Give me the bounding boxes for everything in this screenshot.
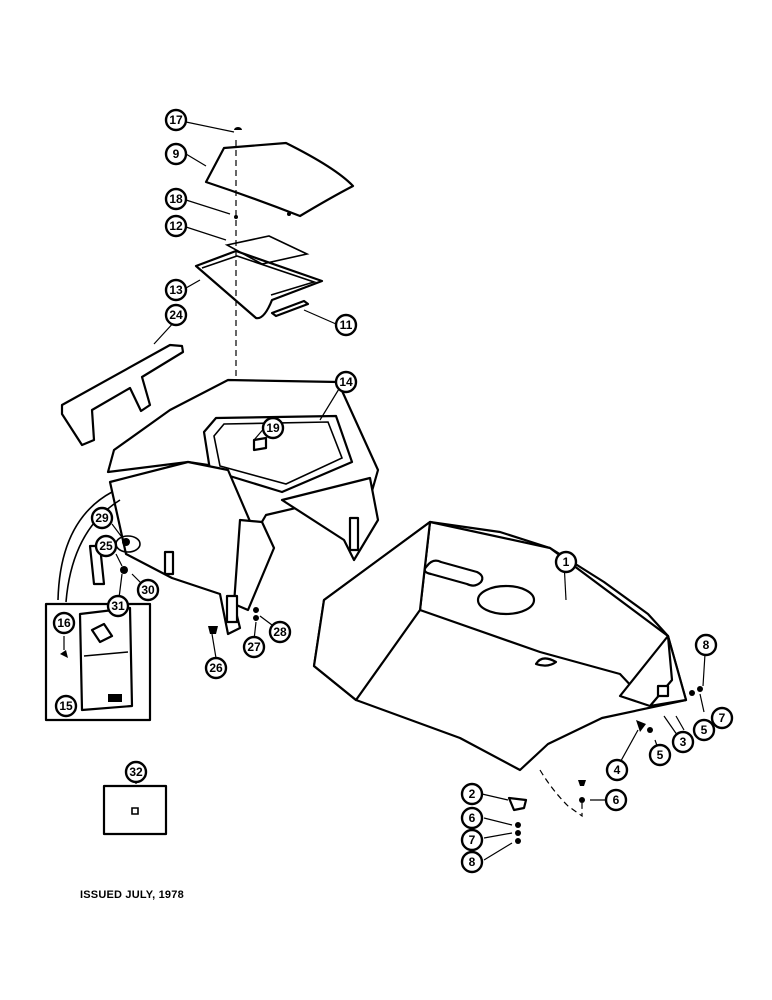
callout-8-left: 8: [460, 850, 484, 874]
svg-text:11: 11: [340, 318, 353, 332]
bracket-2: [507, 796, 528, 812]
handle-bar-24: [60, 343, 185, 447]
callout-5-right: 5: [692, 718, 716, 742]
callout-24: 24: [164, 303, 188, 327]
callout-18: 18: [164, 187, 188, 211]
svg-text:25: 25: [99, 539, 113, 553]
svg-text:14: 14: [339, 375, 353, 389]
callout-31: 31: [106, 594, 130, 618]
svg-text:8: 8: [703, 638, 710, 652]
svg-text:26: 26: [209, 661, 223, 675]
svg-text:3: 3: [680, 735, 687, 749]
svg-text:9: 9: [173, 147, 180, 161]
callout-5-mid: 5: [648, 743, 672, 767]
callout-14: 14: [334, 370, 358, 394]
callout-7-right: 7: [710, 706, 734, 730]
callout-9: 9: [164, 142, 188, 166]
gasket-12: [224, 235, 310, 265]
svg-text:30: 30: [141, 583, 155, 597]
callout-16: 16: [52, 611, 76, 635]
frame-13: [194, 249, 324, 320]
callout-12: 12: [164, 214, 188, 238]
svg-text:4: 4: [614, 763, 621, 777]
callout-1: 1: [554, 550, 578, 574]
svg-text:29: 29: [95, 511, 109, 525]
callout-8-right: 8: [694, 633, 718, 657]
callout-3: 3: [671, 730, 695, 754]
svg-text:2: 2: [469, 787, 476, 801]
callout-17: 17: [164, 108, 188, 132]
callout-7-left: 7: [460, 828, 484, 852]
callout-28: 28: [268, 620, 292, 644]
svg-text:28: 28: [273, 625, 287, 639]
svg-text:24: 24: [169, 308, 183, 322]
svg-text:8: 8: [469, 855, 476, 869]
callout-27: 27: [242, 635, 266, 659]
svg-text:27: 27: [247, 640, 261, 654]
issued-date-label: ISSUED JULY, 1978: [80, 889, 184, 901]
svg-text:1: 1: [563, 555, 570, 569]
svg-text:15: 15: [59, 699, 73, 713]
svg-text:17: 17: [169, 113, 183, 127]
callout-29: 29: [90, 506, 114, 530]
svg-text:32: 32: [129, 765, 143, 779]
callout-25: 25: [94, 534, 118, 558]
svg-text:16: 16: [57, 616, 71, 630]
callout-6-left: 6: [460, 806, 484, 830]
svg-text:6: 6: [469, 811, 476, 825]
svg-text:18: 18: [169, 192, 183, 206]
svg-text:7: 7: [469, 833, 476, 847]
svg-text:12: 12: [169, 219, 183, 233]
callout-2: 2: [460, 782, 484, 806]
svg-text:31: 31: [111, 599, 125, 613]
callout-4: 4: [605, 758, 629, 782]
svg-text:6: 6: [613, 793, 620, 807]
callout-32: 32: [124, 760, 148, 784]
callout-19: 19: [261, 416, 285, 440]
decal-panel-15: [78, 606, 134, 712]
svg-text:13: 13: [169, 283, 183, 297]
svg-text:7: 7: [719, 711, 726, 725]
svg-text:19: 19: [266, 421, 280, 435]
washer-18: [234, 215, 238, 219]
screw-17: [234, 127, 242, 130]
callout-11: 11: [334, 313, 358, 337]
svg-text:5: 5: [657, 748, 664, 762]
decal-32: [102, 784, 168, 836]
dash-apron: [108, 460, 260, 636]
callout-15: 15: [54, 694, 78, 718]
svg-text:5: 5: [701, 723, 708, 737]
strip-11: [270, 299, 310, 318]
callout-30: 30: [136, 578, 160, 602]
callout-26: 26: [204, 656, 228, 680]
callout-13: 13: [164, 278, 188, 302]
cover-plate: [204, 141, 355, 218]
callout-6-right: 6: [604, 788, 628, 812]
